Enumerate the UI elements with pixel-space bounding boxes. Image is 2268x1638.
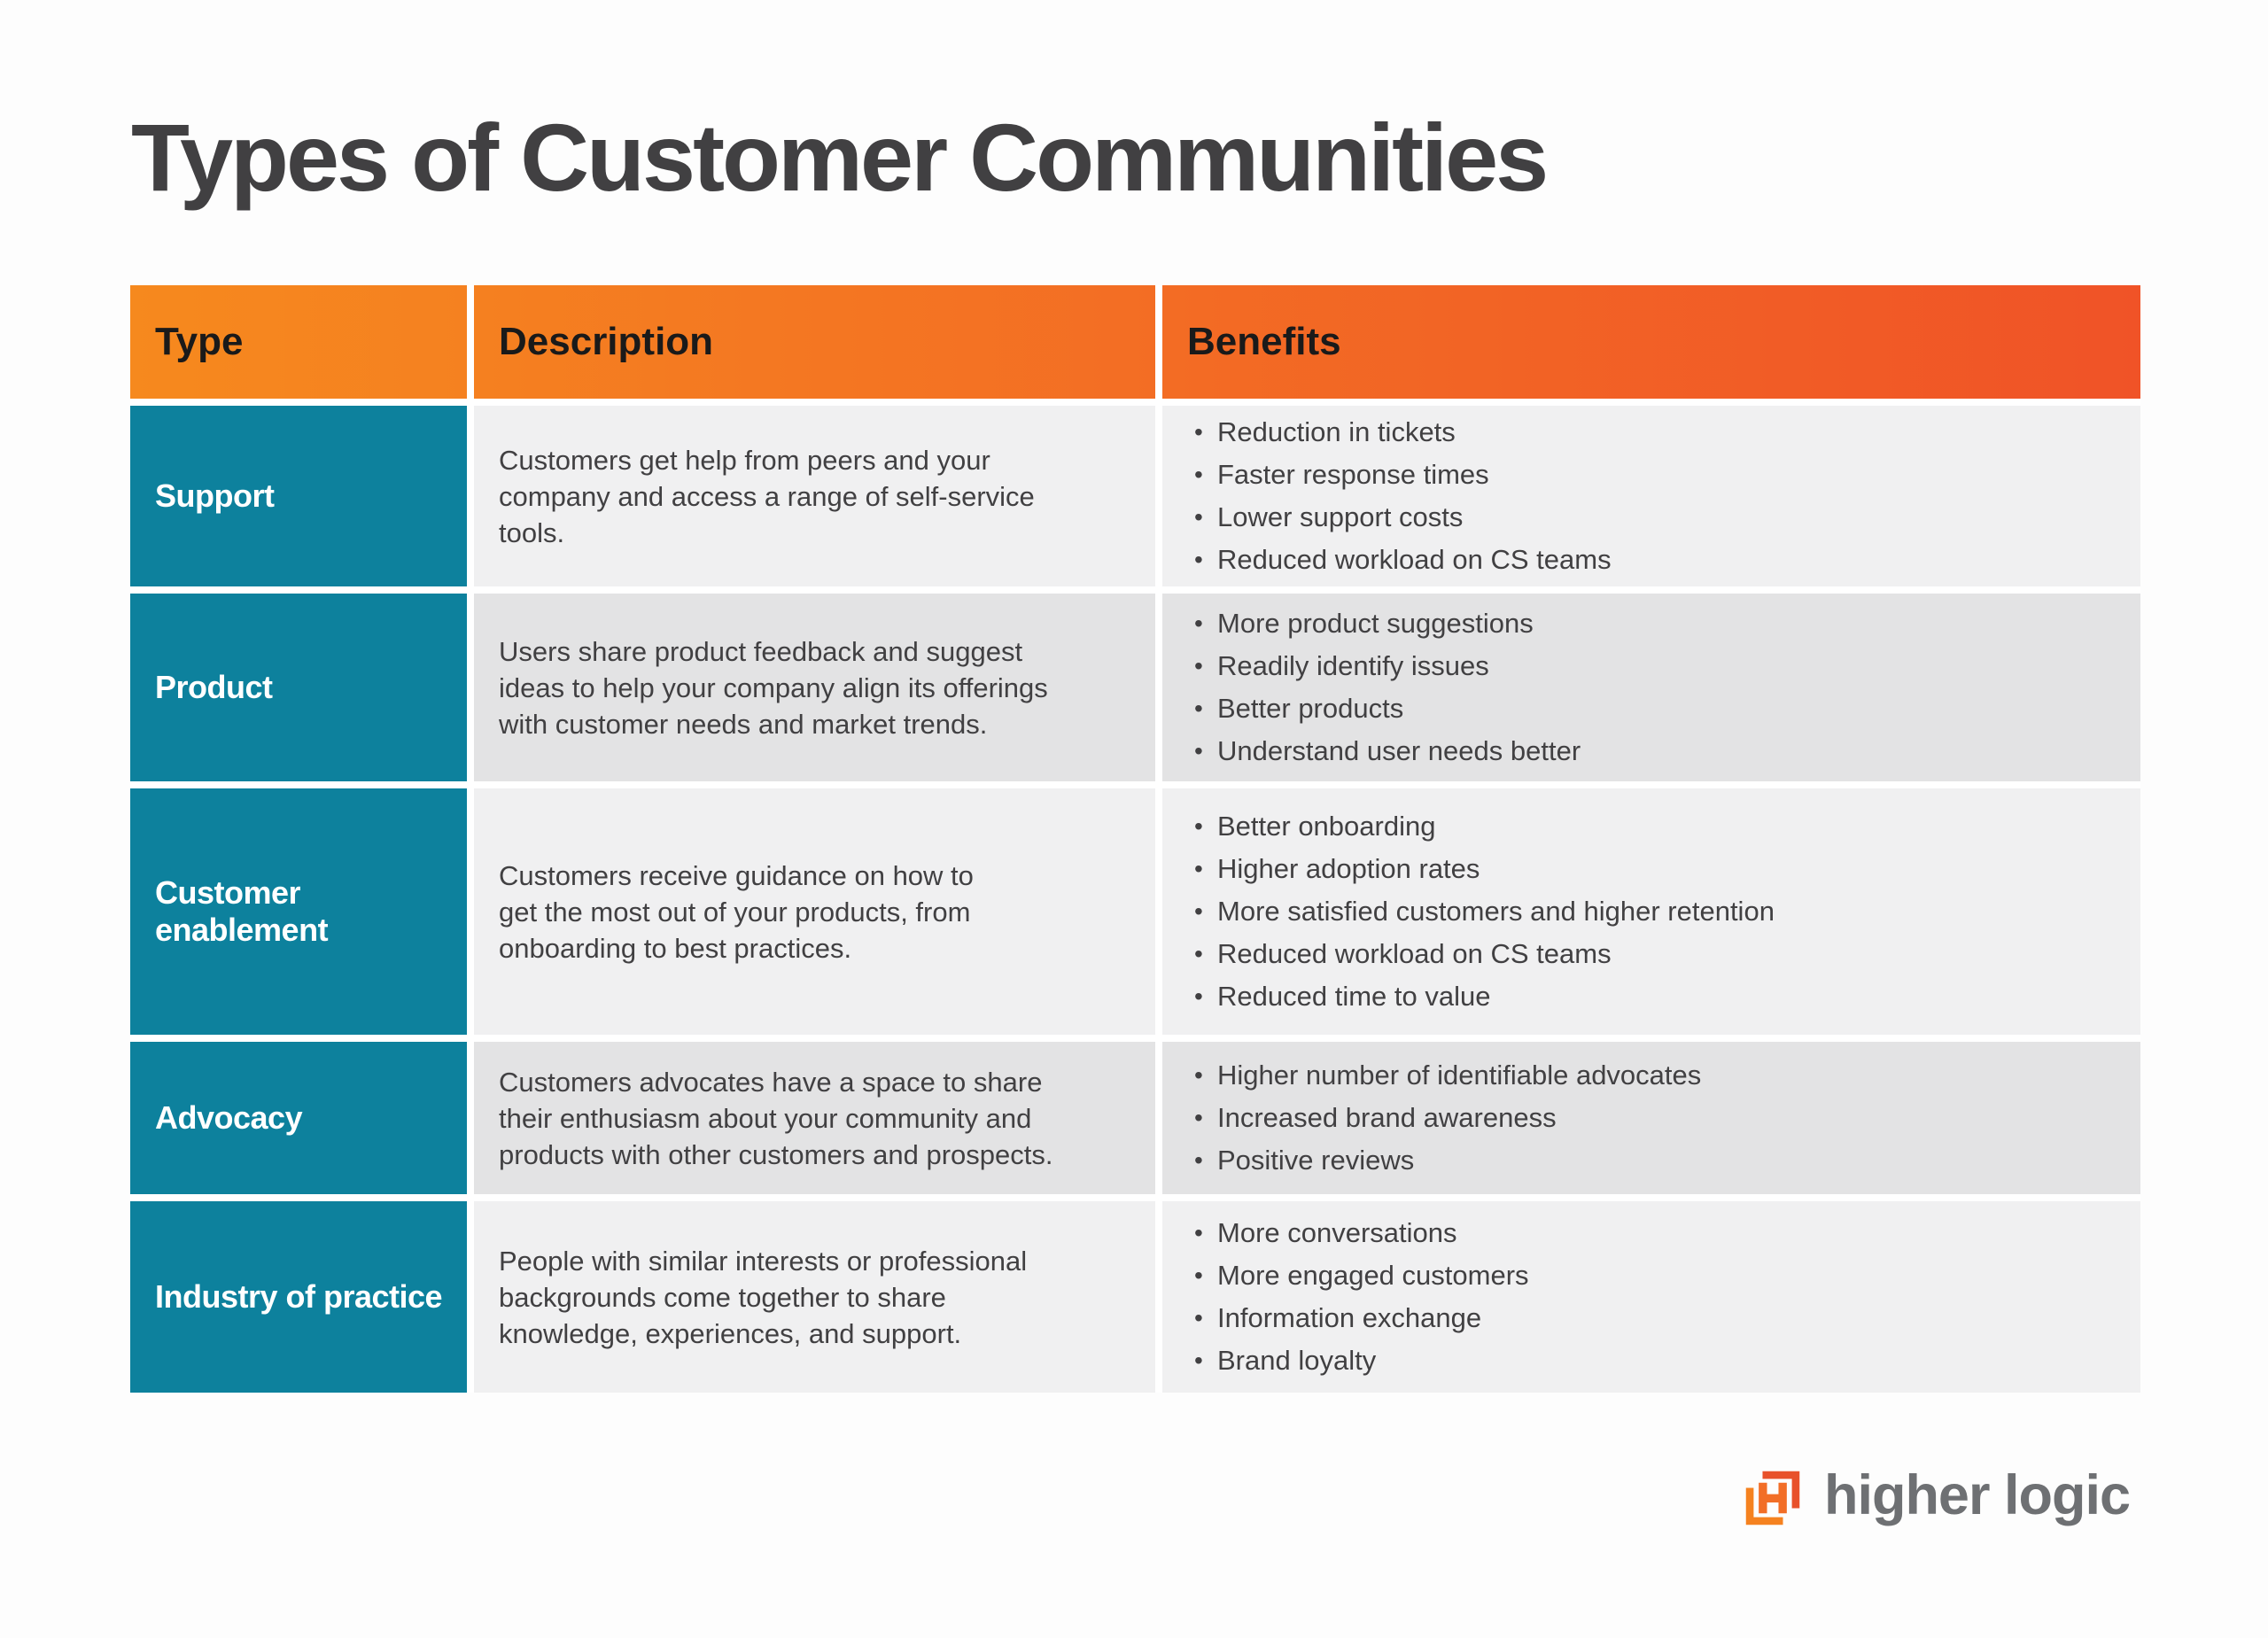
logo-wordmark: higher logic: [1823, 1464, 2131, 1526]
header-cell-benefits: Benefits: [1162, 285, 2140, 399]
type-cell-customer-enablement: Customer enablement: [130, 788, 467, 1035]
benefit-item: Higher number of identifiable advocates: [1192, 1060, 2114, 1091]
benefits-cell: Better onboarding Higher adoption rates …: [1162, 788, 2140, 1035]
benefits-list: Reduction in tickets Faster response tim…: [1192, 417, 2114, 576]
benefits-cell: Higher number of identifiable advocates …: [1162, 1042, 2140, 1194]
benefit-item: Better products: [1192, 694, 2114, 725]
type-cell-advocacy: Advocacy: [130, 1042, 467, 1194]
benefit-item: Understand user needs better: [1192, 736, 2114, 767]
benefit-item: Reduction in tickets: [1192, 417, 2114, 448]
benefit-item: More engaged customers: [1192, 1261, 2114, 1292]
benefit-item: Higher adoption rates: [1192, 854, 2114, 885]
benefit-item: Increased brand awareness: [1192, 1103, 2114, 1134]
benefits-list: More conversations More engaged customer…: [1192, 1218, 2114, 1377]
higher-logic-logo: higher logic: [1741, 1463, 2131, 1533]
higher-logic-h-icon: [1745, 1471, 1800, 1525]
benefit-item: More conversations: [1192, 1218, 2114, 1249]
benefit-item: Faster response times: [1192, 460, 2114, 491]
benefits-cell: More conversations More engaged customer…: [1162, 1201, 2140, 1393]
description-cell: Users share product feedback and suggest…: [474, 594, 1155, 781]
type-cell-product: Product: [130, 594, 467, 781]
benefit-item: Brand loyalty: [1192, 1346, 2114, 1377]
type-cell-industry-of-practice: Industry of practice: [130, 1201, 467, 1393]
benefit-item: More product suggestions: [1192, 609, 2114, 640]
type-cell-support: Support: [130, 406, 467, 586]
communities-table: Type Description Benefits Support Custom…: [130, 285, 2140, 1393]
benefit-item: Positive reviews: [1192, 1145, 2114, 1176]
benefits-list: Better onboarding Higher adoption rates …: [1192, 811, 2114, 1013]
benefit-item: Information exchange: [1192, 1303, 2114, 1334]
benefits-cell: More product suggestions Readily identif…: [1162, 594, 2140, 781]
page-title: Types of Customer Communities: [131, 104, 1549, 211]
benefit-item: Reduced workload on CS teams: [1192, 545, 2114, 576]
benefit-item: Lower support costs: [1192, 502, 2114, 533]
description-cell: People with similar interests or profess…: [474, 1201, 1155, 1393]
benefit-item: More satisfied customers and higher rete…: [1192, 897, 2114, 928]
benefit-item: Better onboarding: [1192, 811, 2114, 842]
benefits-cell: Reduction in tickets Faster response tim…: [1162, 406, 2140, 586]
header-cell-description: Description: [474, 285, 1155, 399]
header-cell-type: Type: [130, 285, 467, 399]
benefit-item: Reduced time to value: [1192, 982, 2114, 1013]
description-cell: Customers receive guidance on how to get…: [474, 788, 1155, 1035]
benefit-item: Reduced workload on CS teams: [1192, 939, 2114, 970]
description-cell: Customers get help from peers and your c…: [474, 406, 1155, 586]
benefit-item: Readily identify issues: [1192, 651, 2114, 682]
benefits-list: More product suggestions Readily identif…: [1192, 609, 2114, 767]
benefits-list: Higher number of identifiable advocates …: [1192, 1060, 2114, 1176]
description-cell: Customers advocates have a space to shar…: [474, 1042, 1155, 1194]
